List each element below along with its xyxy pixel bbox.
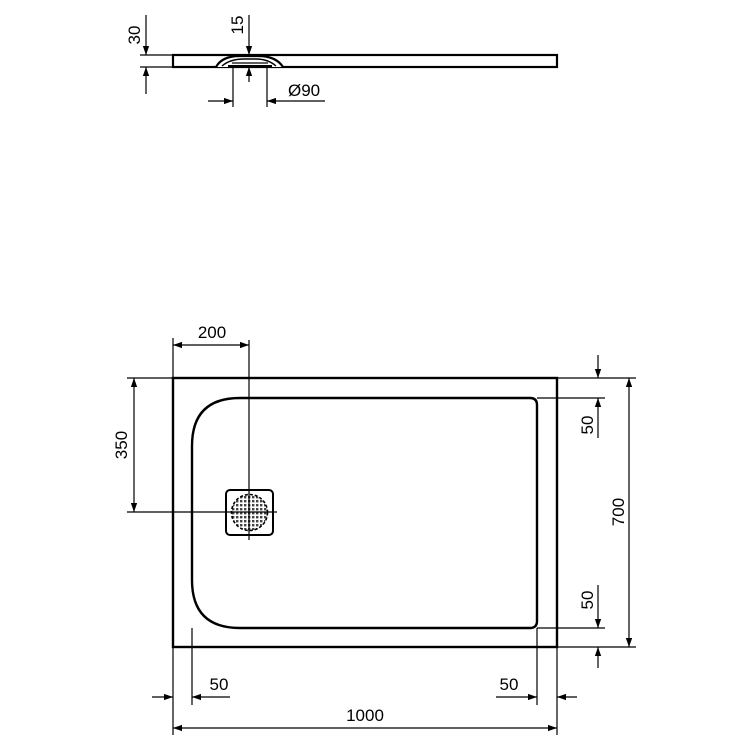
dim-label-700: 700 [609,498,628,526]
plan-view: 200 350 50 50 700 [112,323,636,735]
dim-rim-top: 50 [578,355,602,438]
dim-drain-offset-x: 200 [172,323,249,378]
profile-view: 30 15 Ø90 [125,15,559,107]
dim-tray-height: 30 [125,15,173,94]
dim-label-1000: 1000 [346,706,384,725]
dim-drain-diameter: Ø90 [208,67,325,107]
dim-drain-depth: 15 [228,15,253,82]
dim-label-d90: Ø90 [288,81,320,100]
dim-label-50-left: 50 [210,675,229,694]
tray-profile-outline [171,53,559,69]
tray-inner-surface [190,396,539,630]
dim-label-50-right: 50 [500,675,519,694]
dim-depth: 700 [609,378,633,647]
dim-label-200: 200 [198,323,226,342]
dim-label-30: 30 [125,26,144,45]
dim-label-350: 350 [112,431,131,459]
dim-label-15: 15 [228,16,247,35]
dim-label-50-bottom: 50 [578,591,597,610]
dim-width: 1000 [173,706,557,732]
dim-rim-bottom: 50 [578,585,602,668]
dim-label-50-top: 50 [578,416,597,435]
dim-rim-right: 50 [496,675,577,701]
drain-profile [215,54,284,68]
dim-drain-offset-y: 350 [112,377,173,512]
dim-rim-left: 50 [152,675,230,701]
